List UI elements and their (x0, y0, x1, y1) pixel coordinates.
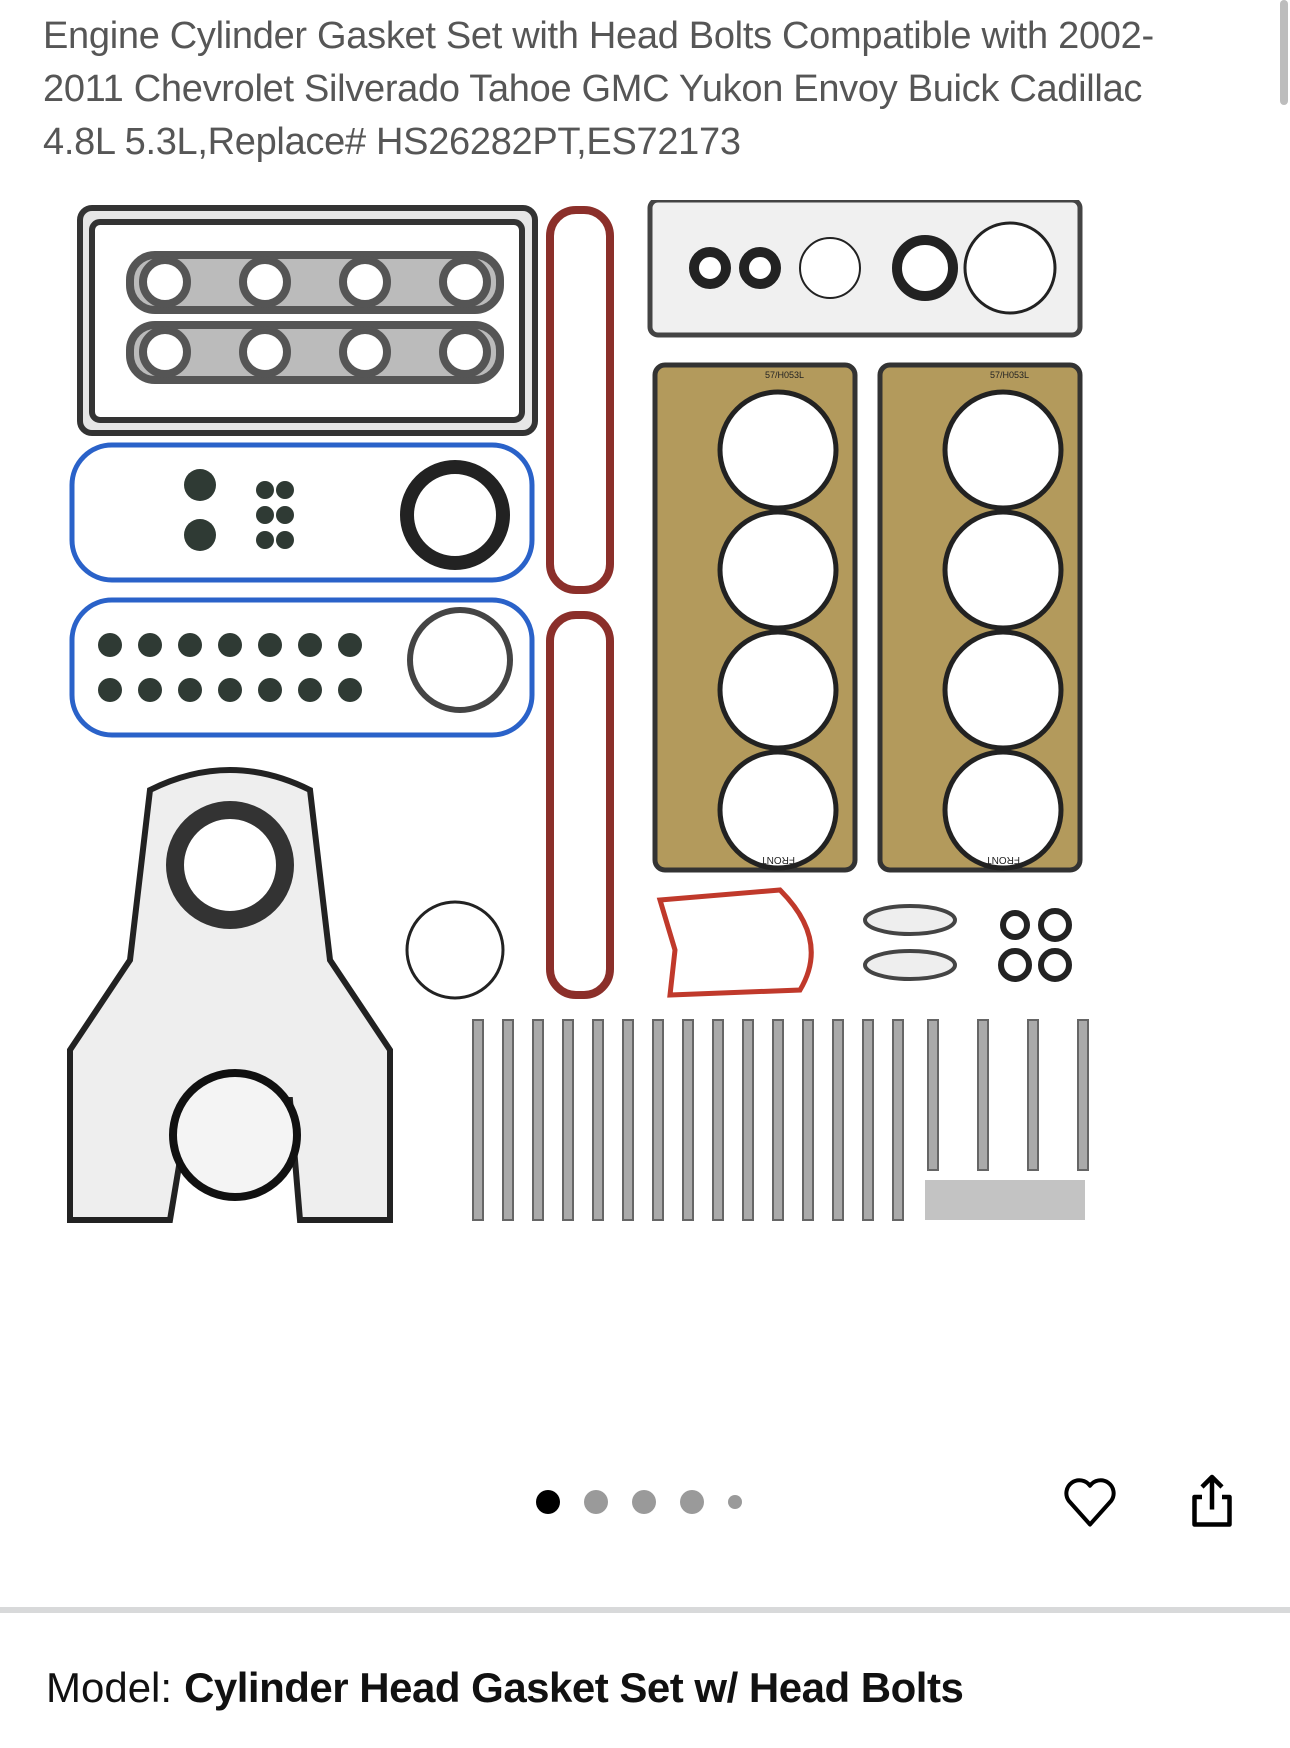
intake-manifold-gaskets (546, 206, 614, 999)
share-button[interactable] (1180, 1470, 1244, 1534)
carousel-indicator[interactable] (536, 1490, 742, 1514)
head-bolts (472, 1019, 1089, 1221)
model-value: Cylinder Head Gasket Set w/ Head Bolts (184, 1664, 964, 1711)
product-image[interactable]: 57/H053L FRONT 57/H053L FRONT (60, 200, 1230, 1370)
favorite-button[interactable] (1058, 1470, 1122, 1534)
share-icon (1192, 1474, 1232, 1527)
heart-icon (1064, 1478, 1116, 1527)
carousel-dot-1[interactable] (536, 1490, 560, 1514)
front-crank-seal (166, 801, 294, 929)
front-mark: FRONT (761, 854, 795, 865)
exhaust-manifold-gaskets (126, 251, 504, 384)
head-gasket-mark: 57/H053L (990, 370, 1029, 380)
scrollbar[interactable] (1280, 0, 1288, 105)
oil-pan-gasket (77, 205, 538, 436)
rear-main-seal (400, 460, 510, 570)
carousel-dot-4[interactable] (680, 1490, 704, 1514)
head-gasket-right: 57/H053L FRONT (877, 362, 1083, 873)
valve-cover-gasket (69, 597, 535, 738)
water-pump-gasket (656, 887, 814, 998)
rear-cover-gasket (647, 200, 1083, 338)
head-gasket-mark: 57/H053L (765, 370, 804, 380)
head-gasket-left: 57/H053L FRONT (652, 362, 858, 873)
valve-stem-seals (98, 469, 362, 702)
carousel-dot-5[interactable] (728, 1495, 742, 1509)
valve-cover-gasket (69, 442, 535, 583)
carousel-dot-2[interactable] (584, 1490, 608, 1514)
model-row: Model:Cylinder Head Gasket Set w/ Head B… (46, 1664, 964, 1712)
section-divider (0, 1607, 1290, 1613)
model-label: Model: (46, 1664, 173, 1711)
carousel-dot-3[interactable] (632, 1490, 656, 1514)
front-mark: FRONT (986, 854, 1020, 865)
product-title: Engine Cylinder Gasket Set with Head Bol… (43, 15, 1154, 163)
